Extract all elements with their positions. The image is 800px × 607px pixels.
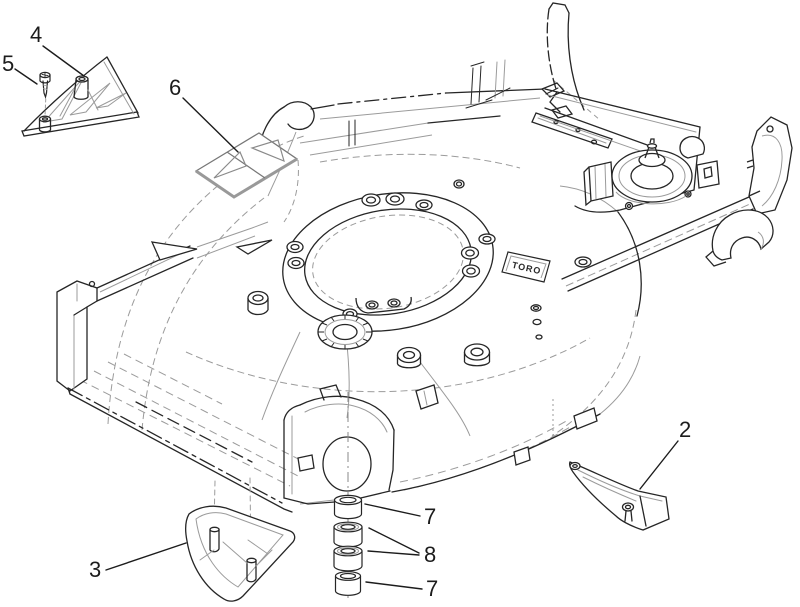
leader-line-2 — [639, 440, 679, 490]
leader-line-6 — [182, 97, 239, 153]
callout-labels: 4 5 6 2 3 7 8 7 — [2, 22, 691, 601]
callouts — [14, 45, 679, 590]
ring-lugs — [286, 192, 592, 320]
callout-label-8: 8 — [424, 542, 436, 567]
leader-line-3 — [105, 542, 187, 571]
blade-ring-opening — [247, 192, 592, 369]
part-5-screw — [39, 71, 51, 100]
callout-label-6: 6 — [169, 75, 181, 100]
leader-line-8a — [368, 527, 420, 554]
leader-line-5 — [14, 68, 38, 85]
callout-label-3: 3 — [89, 557, 101, 582]
part-2-deflector — [568, 461, 670, 531]
part-8-spacer-1 — [333, 521, 363, 548]
callout-label-7-upper: 7 — [424, 504, 436, 529]
spacer-stack — [333, 392, 363, 598]
deck-bosses — [247, 290, 543, 369]
part-3-baffle — [185, 477, 296, 602]
callout-label-7-lower: 7 — [426, 576, 438, 601]
callout-label-5: 5 — [2, 51, 14, 76]
callout-label-2: 2 — [679, 417, 691, 442]
part-7-spacer-bottom — [334, 571, 362, 596]
brand-plate: TORO — [501, 251, 551, 283]
deck-housing — [56, 2, 754, 513]
leader-line-8b — [367, 550, 420, 556]
spindle-pulley — [583, 135, 720, 207]
part-4-baffle — [21, 56, 140, 137]
leader-line-7-upper — [364, 503, 421, 517]
callout-label-4: 4 — [30, 22, 42, 47]
leader-line-4 — [42, 45, 85, 77]
part-8-spacer-2 — [333, 545, 363, 572]
leader-line-7-lower — [365, 581, 423, 590]
part-7-spacer-top — [333, 494, 363, 520]
wheel-height-bracket — [705, 209, 774, 267]
part-6-decal — [194, 132, 299, 199]
right-side-plate — [746, 116, 793, 215]
